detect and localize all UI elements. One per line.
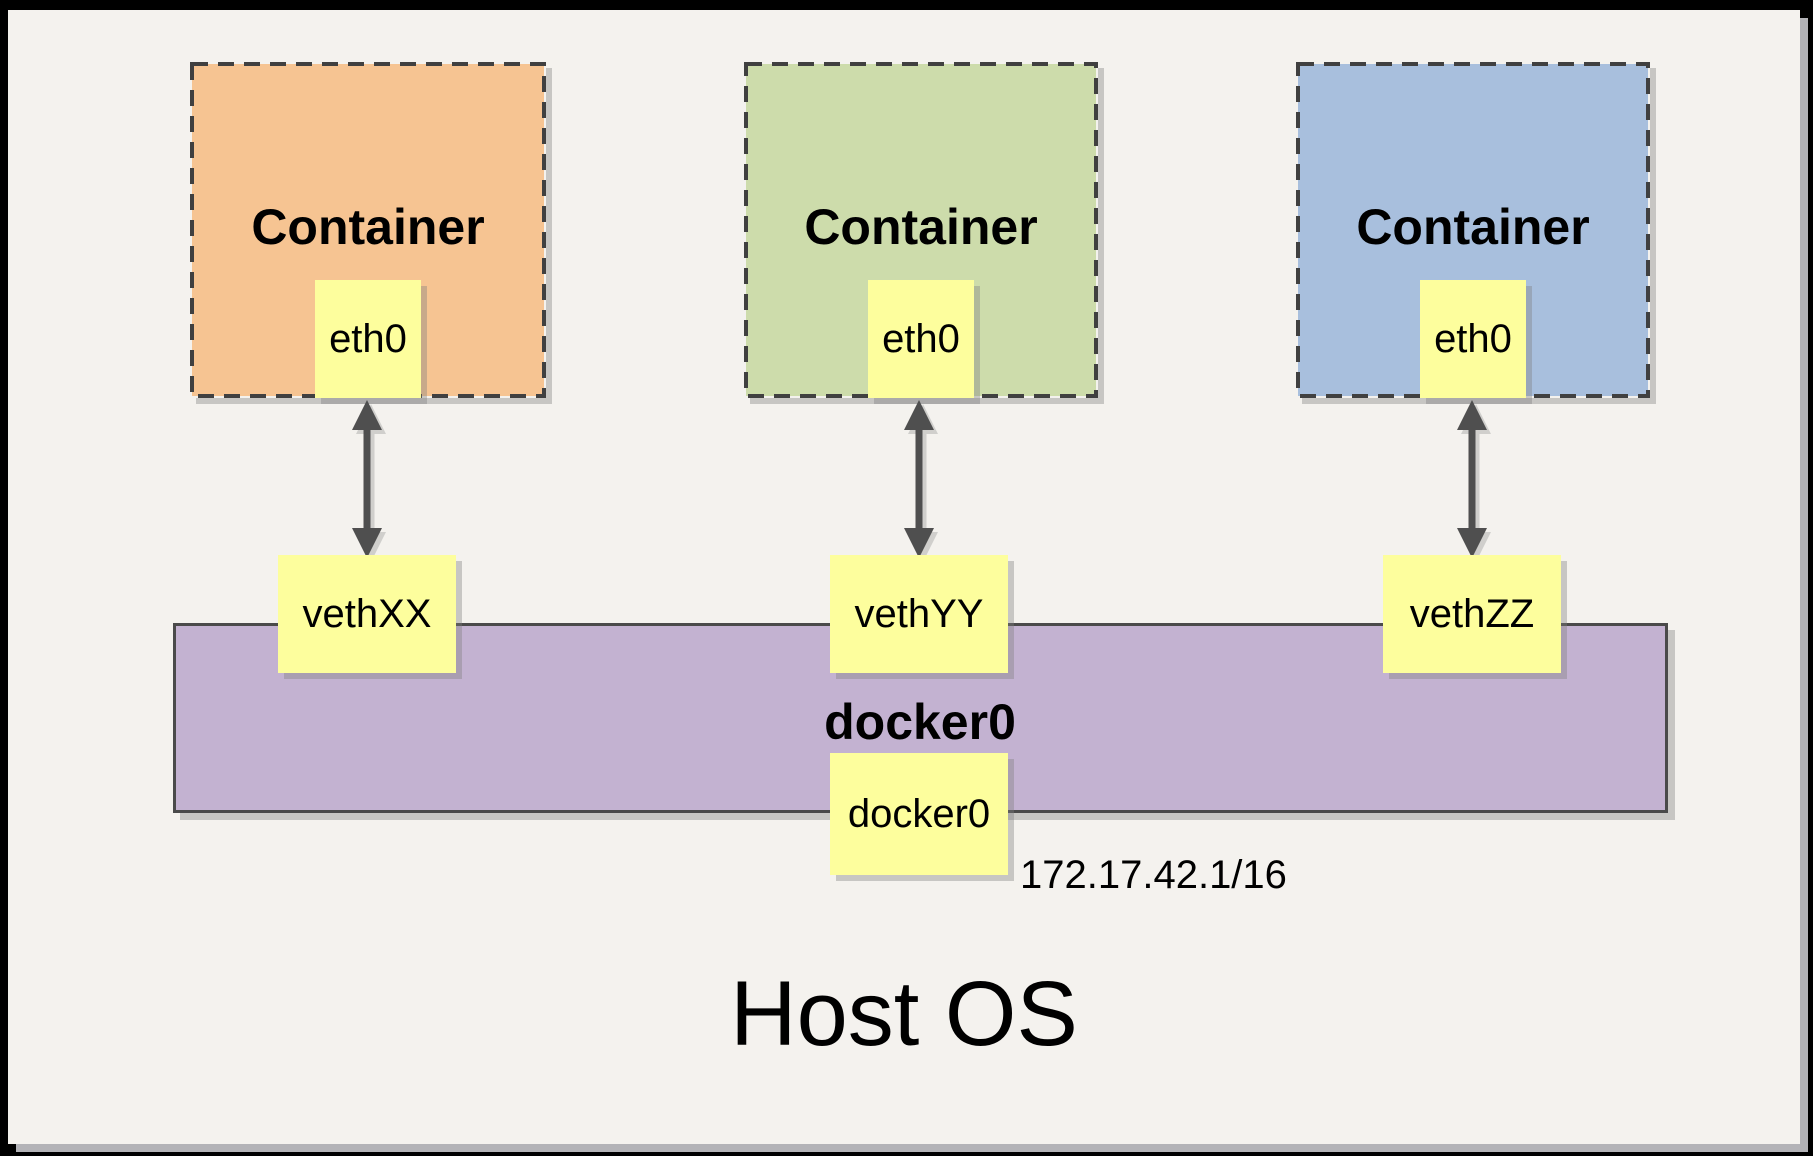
bidirectional-arrow-icon [1457, 400, 1487, 558]
eth0-interface-box: eth0 [315, 280, 421, 398]
vethYY-box: vethYY [830, 555, 1008, 673]
vethZZ-box: vethZZ [1383, 555, 1561, 673]
container-title: Container [251, 199, 485, 255]
docker0-ip-address: 172.17.42.1/16 [1020, 853, 1287, 897]
vethXX-box: vethXX [278, 555, 456, 673]
container-box-2: Container eth0 [744, 62, 1098, 398]
container-title: Container [1356, 199, 1590, 255]
diagram-canvas: Container eth0 Container eth0 Container … [8, 10, 1800, 1144]
container-box-3: Container eth0 [1296, 62, 1650, 398]
bidirectional-arrow-icon [352, 400, 382, 558]
container-title: Container [804, 199, 1038, 255]
container-box-1: Container eth0 [190, 62, 546, 398]
host-os-label: Host OS [730, 963, 1078, 1065]
docker0-interface-box: docker0 [830, 753, 1008, 875]
bidirectional-arrow-icon [904, 400, 934, 558]
docker0-bridge-label: docker0 [824, 694, 1016, 750]
eth0-interface-box: eth0 [1420, 280, 1526, 398]
eth0-interface-box: eth0 [868, 280, 974, 398]
